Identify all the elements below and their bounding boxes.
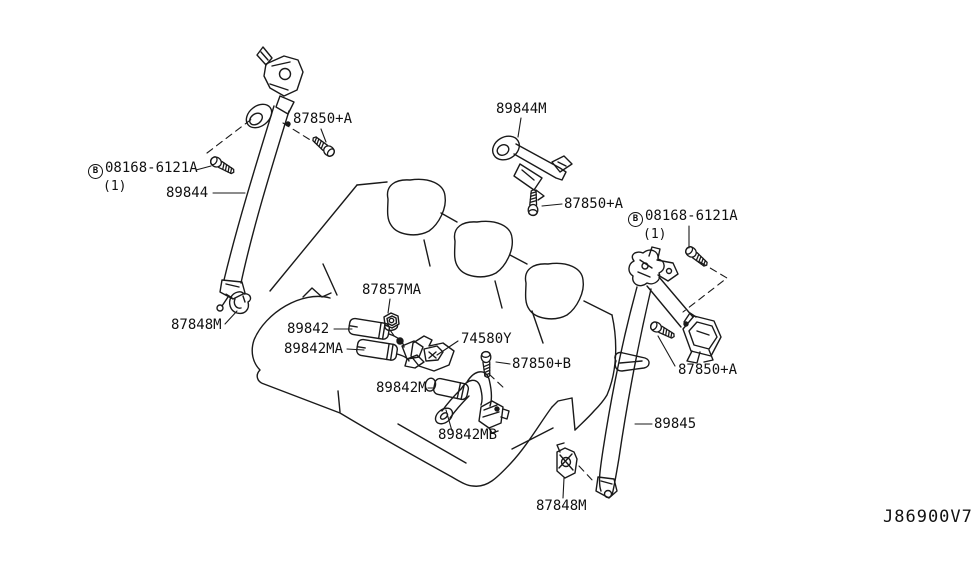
seatback-right-edge	[574, 314, 617, 431]
seatback-left-edge	[269, 184, 358, 292]
label-87848m-left: 87848M	[171, 317, 222, 333]
cushion-outline	[251, 295, 553, 487]
center-buckle-cluster	[348, 312, 510, 434]
left-belt-top-pin	[256, 46, 273, 66]
label-08168-right-qty: (1)	[643, 226, 667, 242]
leader-87850b	[495, 361, 511, 365]
assembly-dashed-lines	[206, 117, 728, 484]
right-seat-belt-assembly	[556, 246, 722, 499]
left-seat-belt-assembly	[216, 46, 304, 315]
center-retractor-bracket	[551, 155, 573, 173]
leader-89842mb	[445, 409, 453, 432]
dash-left-cover	[225, 293, 237, 301]
diagram-code: J86900V7	[883, 507, 973, 527]
leader-87857ma	[387, 298, 391, 314]
bolt-08168-left	[208, 154, 237, 178]
right-belt-upper-guide	[628, 249, 665, 287]
left-belt-webbing	[223, 105, 290, 284]
belt-89842mb-fold	[460, 371, 493, 407]
seatback-crease	[322, 263, 338, 296]
leader-87850a-right	[657, 335, 676, 367]
buckle-anchor-plates	[401, 340, 425, 369]
bolt-87850a-right	[648, 319, 678, 342]
left-belt-fold	[275, 95, 295, 115]
leader-87850a-center	[541, 203, 563, 207]
leader-87850a-left	[320, 128, 327, 143]
bolt-87850a-left	[309, 133, 337, 159]
headrest-center	[453, 220, 513, 278]
cushion-right-flap	[551, 397, 576, 431]
anchor-bolt-dot	[396, 337, 404, 345]
seatback-shoulder	[302, 287, 332, 298]
dash-left-87850a	[282, 122, 313, 142]
cushion-creases	[337, 390, 554, 464]
leader-08168-left	[195, 165, 212, 171]
right-belt-webbing	[598, 286, 652, 496]
label-89842mb: 89842MB	[438, 427, 498, 443]
leader-89842ma	[346, 348, 365, 351]
headrest-right	[524, 262, 584, 320]
label-08168-left-qty: (1)	[103, 178, 127, 194]
label-08168-left-text: 08168-6121A	[105, 160, 198, 176]
buckle-89842m	[424, 377, 470, 401]
left-belt-lower-anchor	[219, 279, 246, 300]
left-belt-retractor-drum	[245, 103, 273, 129]
buckle-89842ma	[356, 338, 398, 361]
dash-87850b	[488, 373, 506, 390]
label-89845: 89845	[654, 416, 697, 432]
belt-89842mb-retractor	[478, 400, 504, 429]
label-89842m: 89842M	[376, 380, 427, 396]
label-74580y: 74580Y	[461, 331, 512, 347]
belt-89842mb-left-leg	[441, 388, 470, 419]
center-belt-retractor	[491, 135, 573, 201]
leader-87848m-left	[224, 310, 238, 325]
label-89844: 89844	[166, 185, 209, 201]
leader-74580y	[436, 340, 459, 356]
label-87850a-left: 87850+A	[293, 111, 353, 127]
right-belt-sleeve	[614, 351, 650, 372]
headrest-left	[386, 178, 446, 236]
dash-left-b-bolt	[206, 117, 254, 154]
label-87850a-right: 87850+A	[678, 362, 738, 378]
leader-89844m	[517, 117, 522, 138]
right-anchor-cover-87848m	[556, 442, 578, 479]
label-leader-lines	[195, 117, 690, 499]
left-belt-anchor-plate	[263, 55, 304, 97]
right-belt-strap-upper	[646, 276, 694, 328]
right-belt-top-pin	[648, 246, 661, 259]
label-87848m-bottom: 87848M	[536, 498, 587, 514]
circle-b-badge-left: B	[88, 163, 103, 179]
label-87850a-center: 87850+A	[564, 196, 624, 212]
bench-seat	[251, 178, 617, 487]
leader-87848m-bottom	[562, 477, 565, 499]
dash-right-b-bolt	[682, 261, 728, 313]
label-89842ma: 89842MA	[284, 341, 344, 357]
seatback-top-edge	[356, 181, 613, 316]
belt-89842mb-end	[434, 407, 454, 425]
bolt-87850a-center	[527, 188, 540, 217]
label-89844m: 89844M	[496, 101, 547, 117]
buckle-89842ma-strap	[396, 353, 410, 362]
right-belt-lower-anchor	[595, 476, 618, 499]
label-08168-right-text: 08168-6121A	[645, 208, 738, 224]
headrest-posts	[423, 239, 544, 344]
right-belt-retractor	[682, 315, 722, 357]
label-89842: 89842	[287, 321, 330, 337]
nut-87857ma	[383, 312, 400, 329]
bracket-74580y	[410, 335, 455, 372]
buckle-89842	[348, 317, 390, 340]
label-87857ma: 87857MA	[362, 282, 422, 298]
right-belt-anchor-plate	[656, 259, 679, 282]
circle-b-badge-right: B	[628, 211, 643, 227]
dash-right-cover	[578, 465, 596, 484]
label-87850b: 87850+B	[512, 356, 572, 372]
left-anchor-cover-87848m	[228, 291, 252, 315]
dash-87857ma	[389, 329, 398, 341]
